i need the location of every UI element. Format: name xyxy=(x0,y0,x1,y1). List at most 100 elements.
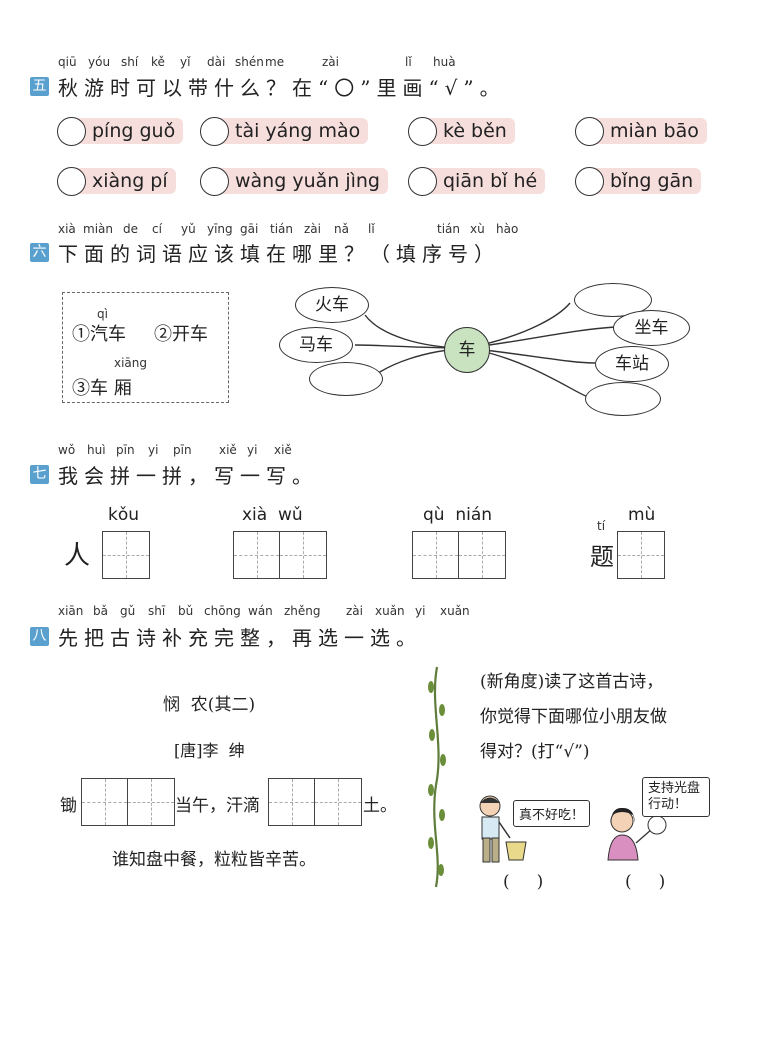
writing-cell[interactable] xyxy=(82,779,128,825)
q8-pinyin-6: wán xyxy=(248,604,273,618)
poem-blank-1-grid[interactable] xyxy=(81,778,175,826)
q6-pinyin-6: gāi xyxy=(240,222,259,236)
q7-item3-writing-grid[interactable] xyxy=(412,531,506,579)
q8-pinyin-10: yi xyxy=(415,604,426,618)
writing-cell[interactable] xyxy=(618,532,664,578)
writing-cell[interactable] xyxy=(234,532,280,578)
q5-option-6[interactable]: wàng yuǎn jìng xyxy=(200,166,388,196)
writing-cell[interactable] xyxy=(315,779,361,825)
poem-line1-mid: 当午，汗滴 xyxy=(175,796,260,816)
poem-title: 悯 农(其二) xyxy=(163,695,256,715)
q6-pinyin-9: nǎ xyxy=(334,222,349,236)
writing-cell[interactable] xyxy=(269,779,315,825)
q7-item1-prefix: 人 xyxy=(64,541,91,571)
poem-blank-2-grid[interactable] xyxy=(268,778,362,826)
writing-cell[interactable] xyxy=(103,532,149,578)
q7-pinyin-1: huì xyxy=(87,443,106,457)
q5-question-text: 秋游时可以带什么？在“〇”里画“√”。 xyxy=(58,76,506,100)
q5-option-4[interactable]: miàn bāo xyxy=(575,116,707,146)
q5-pinyin-6: shén xyxy=(235,55,264,69)
option-label: kè běn xyxy=(423,118,515,144)
q6-pinyin-5: yīng xyxy=(207,222,233,236)
q7-item1-writing-grid[interactable] xyxy=(102,531,150,579)
writing-cell[interactable] xyxy=(459,532,505,578)
q8-sub-question-line-2: 你觉得下面哪位小朋友做 xyxy=(480,707,667,727)
option-label: bǐng gān xyxy=(590,168,702,194)
q7-item4-pinyin: mù xyxy=(628,505,656,525)
q6-pinyin-11: tián xyxy=(437,222,460,236)
poem-author: [唐]李 绅 xyxy=(174,741,245,760)
poem-line1-end: 土。 xyxy=(363,796,397,816)
q5-pinyin-5: dài xyxy=(207,55,226,69)
answer-circle[interactable] xyxy=(57,166,86,196)
answer-circle[interactable] xyxy=(575,166,604,196)
answer-paren-2[interactable]: ( ) xyxy=(625,872,666,892)
q8-pinyin-2: gǔ xyxy=(120,604,136,618)
mind-map-word-chezhan: 车站 xyxy=(595,346,669,382)
mind-map-blank-left[interactable] xyxy=(309,362,383,396)
q6-pinyin-4: yǔ xyxy=(181,222,196,236)
q6-pinyin-10: lǐ xyxy=(368,222,375,236)
option-label: miàn bāo xyxy=(590,118,707,144)
answer-circle[interactable] xyxy=(575,116,604,146)
word-bank-box xyxy=(62,292,229,403)
option-label: píng guǒ xyxy=(72,118,184,144)
answer-circle[interactable] xyxy=(408,116,437,146)
q5-option-7[interactable]: qiān bǐ hé xyxy=(408,166,546,196)
answer-paren-1[interactable]: ( ) xyxy=(503,872,544,892)
answer-circle[interactable] xyxy=(200,166,229,196)
q5-pinyin-7: me xyxy=(265,55,285,69)
q5-option-2[interactable]: tài yáng mào xyxy=(200,116,369,146)
writing-cell[interactable] xyxy=(280,532,326,578)
poem-line2: 谁知盘中餐，粒粒皆辛苦。 xyxy=(112,850,316,870)
q8-pinyin-8: zài xyxy=(346,604,363,618)
q8-pinyin-1: bǎ xyxy=(93,604,108,618)
q7-pinyin-5: xiě xyxy=(219,443,237,457)
q7-pinyin-2: pīn xyxy=(116,443,135,457)
writing-cell[interactable] xyxy=(128,779,174,825)
mind-map-word-zuoche: 坐车 xyxy=(613,310,690,346)
word-item-2: ②开车 xyxy=(154,324,208,345)
q7-item4-writing-grid[interactable] xyxy=(617,531,665,579)
q5-pinyin-9: lǐ xyxy=(405,55,412,69)
answer-circle[interactable] xyxy=(200,116,229,146)
q6-pinyin-2: de xyxy=(123,222,138,236)
q7-pinyin-6: yi xyxy=(247,443,258,457)
q8-pinyin-5: chōng xyxy=(204,604,241,618)
q5-option-3[interactable]: kè běn xyxy=(408,116,515,146)
q7-item1-pinyin: kǒu xyxy=(108,505,140,525)
q8-question-text: 先把古诗补充完整，再选一选。 xyxy=(58,626,422,650)
q7-pinyin-0: wǒ xyxy=(58,443,76,457)
mind-map-word-huoche: 火车 xyxy=(295,287,369,323)
speech-bubble-girl: 支持光盘行动！ xyxy=(642,777,710,817)
q5-option-5[interactable]: xiàng pí xyxy=(57,166,176,196)
q6-pinyin-8: zài xyxy=(304,222,321,236)
option-label: wàng yuǎn jìng xyxy=(215,168,388,194)
poem-line1-start: 锄 xyxy=(60,796,77,816)
q6-pinyin-13: hào xyxy=(496,222,519,236)
q7-item4-prefix: 题 xyxy=(590,543,614,571)
q7-item4-prefix-pinyin: tí xyxy=(597,519,606,533)
q5-option-8[interactable]: bǐng gān xyxy=(575,166,702,196)
q8-pinyin-11: xuǎn xyxy=(440,604,470,618)
q8-pinyin-0: xiān xyxy=(58,604,84,618)
q7-pinyin-4: pīn xyxy=(173,443,192,457)
word-pinyin-qi: qì xyxy=(97,307,108,321)
answer-circle[interactable] xyxy=(57,116,86,146)
q7-pinyin-7: xiě xyxy=(274,443,292,457)
girl-illustration xyxy=(607,807,667,861)
q5-option-1[interactable]: píng guǒ xyxy=(57,116,184,146)
option-label: qiān bǐ hé xyxy=(423,168,546,194)
q8-pinyin-7: zhěng xyxy=(284,604,321,618)
boy-illustration xyxy=(479,795,527,863)
q8-pinyin-3: shī xyxy=(148,604,166,618)
answer-circle[interactable] xyxy=(408,166,437,196)
mind-map-blank-right-bottom[interactable] xyxy=(585,382,661,416)
q6-pinyin-1: miàn xyxy=(83,222,113,236)
speech-bubble-boy: 真不好吃！ xyxy=(513,800,591,827)
q7-item2-writing-grid[interactable] xyxy=(233,531,327,579)
q6-pinyin-12: xù xyxy=(470,222,485,236)
writing-cell[interactable] xyxy=(413,532,459,578)
q8-pinyin-4: bǔ xyxy=(178,604,194,618)
q8-number-badge: 八 xyxy=(30,627,49,646)
